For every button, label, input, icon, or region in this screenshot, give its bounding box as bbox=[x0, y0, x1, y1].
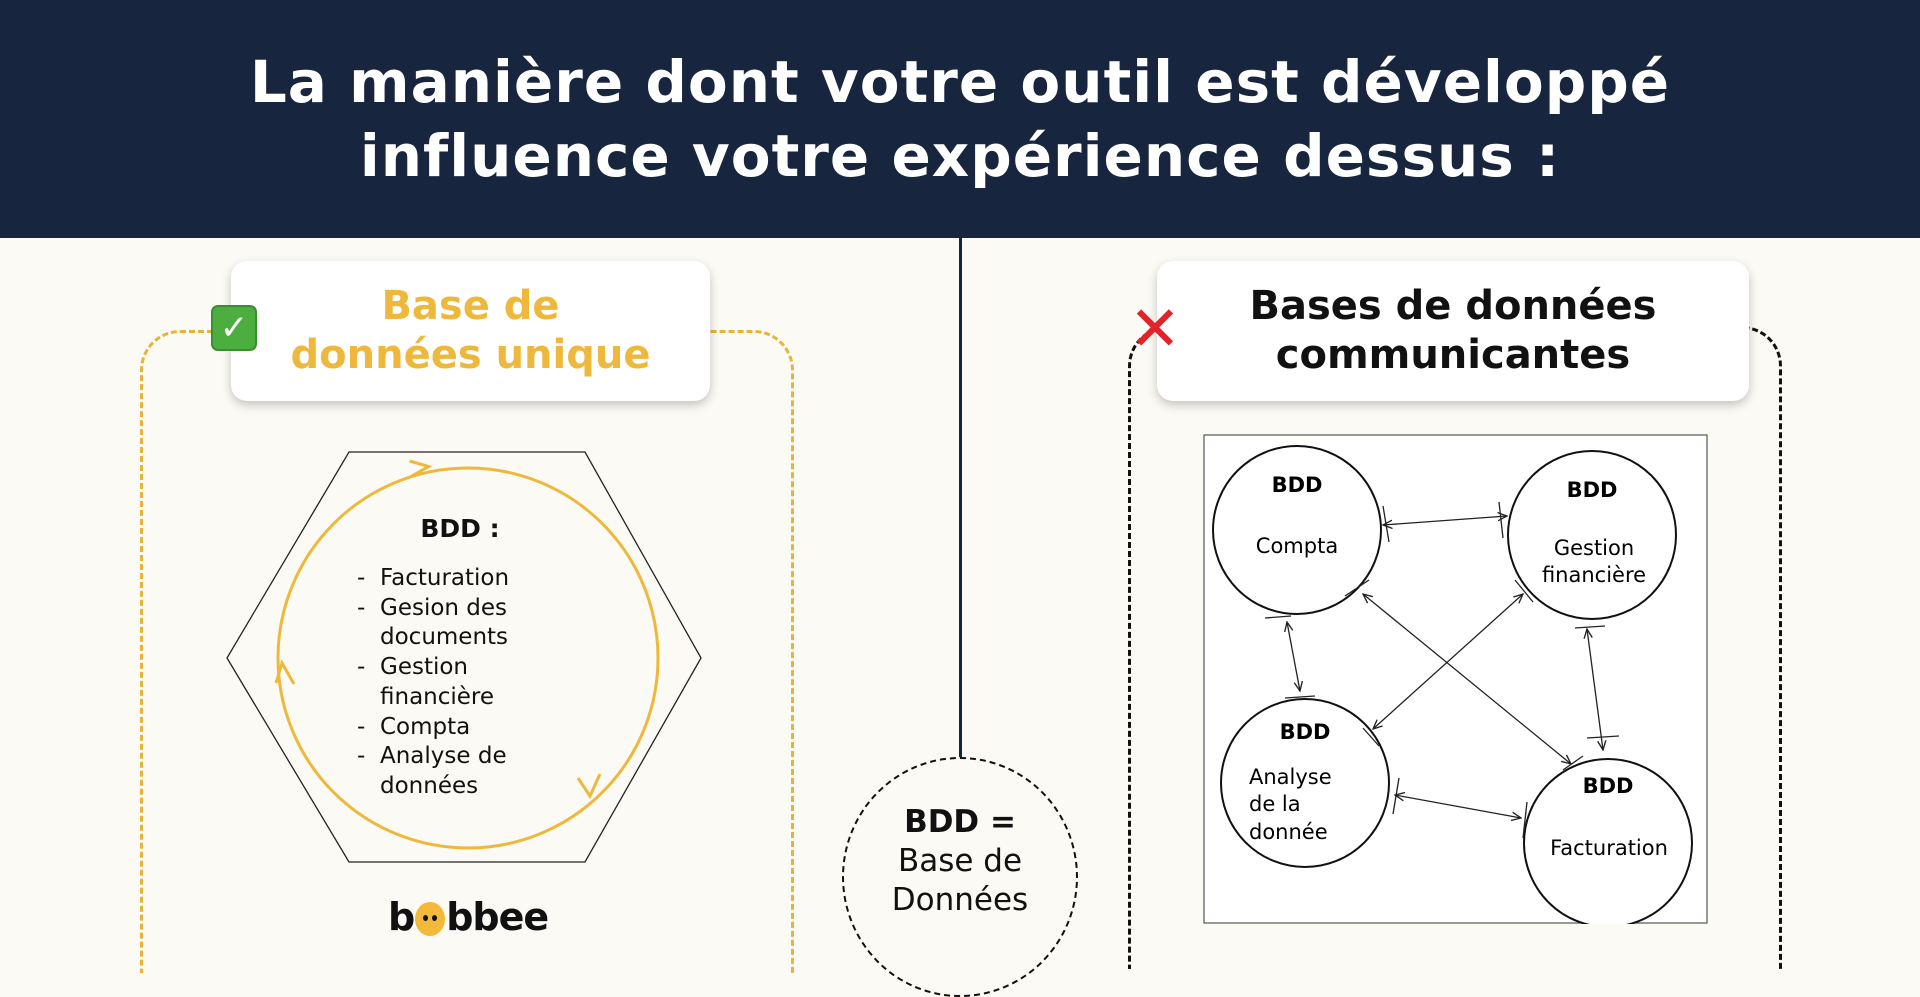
legend-line-2: Données bbox=[891, 882, 1029, 918]
legend-bubble bbox=[842, 757, 1078, 997]
bdd-list-item: -Gesion des documents bbox=[357, 594, 509, 653]
check-mark-icon: ✓ bbox=[211, 305, 257, 351]
network-connectors bbox=[1264, 501, 1620, 839]
node-analyse-name-line-2: de la bbox=[1249, 792, 1301, 816]
header-banner: La manière dont votre outil est développ… bbox=[0, 0, 1920, 238]
logo-text-suffix: bbee bbox=[446, 895, 549, 939]
communicating-databases-diagram: BDD Compta BDD Gestion financière BDD An… bbox=[1203, 434, 1708, 924]
link-compta-gestion bbox=[1383, 516, 1507, 525]
logo-text-prefix: b bbox=[388, 895, 415, 939]
legend-line-1: Base de bbox=[897, 843, 1023, 879]
link-compta-analyse bbox=[1287, 622, 1300, 691]
bdd-list-item: -Compta bbox=[357, 713, 509, 743]
bdd-list-item: -Facturation bbox=[357, 564, 509, 594]
bdd-list-item-text: documents bbox=[380, 624, 509, 651]
node-gestion-name-line-1: Gestion bbox=[1554, 536, 1634, 560]
cycle-arrow-top-icon bbox=[409, 459, 433, 479]
left-title-card: Base de données unique bbox=[231, 261, 710, 401]
node-facturation-name: Facturation bbox=[1550, 836, 1668, 860]
center-divider bbox=[959, 238, 962, 760]
bdd-list-item-text: données bbox=[380, 772, 479, 799]
bee-icon bbox=[415, 902, 446, 936]
node-analyse-name-line-1: Analyse bbox=[1249, 765, 1332, 789]
node-facturation-label: BDD bbox=[1583, 774, 1634, 798]
hexagon-outline bbox=[226, 451, 702, 863]
right-title-line-2: communicantes bbox=[1275, 332, 1631, 378]
left-title-line-1: Base de bbox=[381, 283, 560, 329]
bdd-list-item-text: financière bbox=[380, 683, 495, 710]
link-gestion-analyse bbox=[1373, 594, 1523, 729]
list-bullet: - bbox=[357, 713, 366, 740]
node-compta-name: Compta bbox=[1256, 534, 1338, 558]
link-gestion-facturation bbox=[1587, 629, 1603, 750]
node-facturation: BDD Facturation bbox=[1523, 758, 1693, 924]
node-analyse-label: BDD bbox=[1280, 720, 1331, 744]
node-gestion: BDD Gestion financière bbox=[1507, 450, 1677, 620]
cross-mark-icon: ✕ bbox=[1129, 292, 1181, 365]
link-analyse-facturation bbox=[1395, 795, 1521, 818]
bdd-list-item-text: Compta bbox=[380, 713, 471, 740]
bdd-list-item-text: Analyse de bbox=[380, 743, 507, 770]
page-title-line-2: influence votre expérience dessus : bbox=[359, 122, 1561, 190]
legend-bubble-text: BDD = Base de Données bbox=[842, 803, 1078, 920]
cycle-arrow-right-icon bbox=[576, 773, 602, 800]
bdd-list-title: BDD : bbox=[420, 514, 500, 543]
bdd-list-item-text: Facturation bbox=[380, 565, 510, 591]
list-bullet: - bbox=[357, 594, 366, 621]
left-title-line-2: données unique bbox=[290, 332, 651, 378]
node-analyse: BDD Analyse de la donnée bbox=[1220, 698, 1390, 868]
right-title-line-1: Bases de données bbox=[1249, 283, 1657, 329]
node-analyse-name-line-3: donnée bbox=[1249, 820, 1328, 844]
page-title-line-1: La manière dont votre outil est développ… bbox=[249, 48, 1671, 116]
legend-abbr: BDD = bbox=[904, 804, 1016, 840]
node-compta: BDD Compta bbox=[1212, 445, 1382, 615]
list-bullet: - bbox=[357, 565, 366, 591]
cycle-circle bbox=[276, 466, 660, 850]
single-database-diagram bbox=[226, 451, 702, 863]
node-gestion-name-line-2: financière bbox=[1542, 563, 1646, 587]
bdd-list-item-text: Gesion des bbox=[380, 594, 508, 621]
bdd-list-item-text: Gestion bbox=[380, 654, 469, 681]
node-compta-label: BDD bbox=[1272, 473, 1323, 497]
right-title-card: Bases de données communicantes bbox=[1157, 261, 1749, 401]
cycle-arrow-left-icon bbox=[274, 659, 296, 685]
node-gestion-label: BDD bbox=[1567, 478, 1618, 502]
list-bullet: - bbox=[357, 743, 366, 770]
list-bullet: - bbox=[357, 654, 366, 681]
